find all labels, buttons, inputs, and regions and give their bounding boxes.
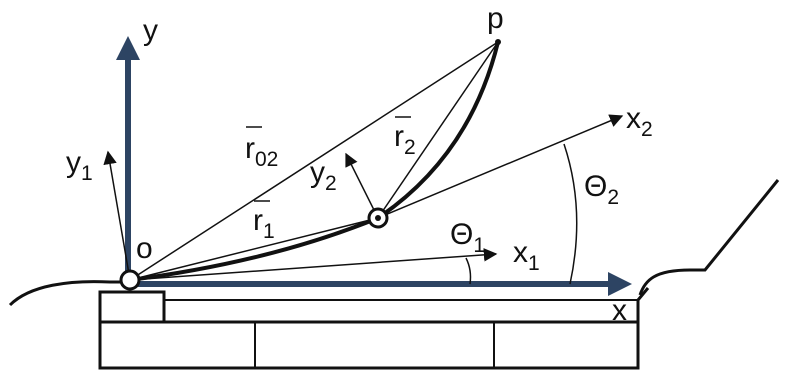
theta1-label-base: Θ [450, 218, 473, 251]
r02-label: r02 [245, 132, 278, 171]
x2-axis-arrow [377, 114, 624, 219]
base-right-wall [636, 287, 650, 368]
theta2-arc [563, 143, 578, 285]
y1-axis-arrow [103, 150, 131, 281]
link-segment-1 [129, 216, 379, 282]
base-structure [8, 179, 780, 370]
y2-label-sub: 2 [325, 172, 337, 195]
r1-label: r1 [253, 204, 275, 243]
x2-label-sub: 2 [641, 118, 653, 141]
x-axis-arrowhead [608, 272, 632, 296]
y1-label: y1 [66, 146, 93, 185]
y2-axis-arrow [345, 152, 379, 219]
x1-label: x1 [513, 236, 540, 275]
r2-label: r2 [394, 120, 416, 159]
vector-r2 [377, 41, 499, 219]
y2-label-base: y [310, 156, 325, 189]
base-rail [98, 320, 640, 370]
vectors [103, 41, 624, 285]
r1-label-base: r [253, 204, 263, 237]
y1-label-base: y [66, 146, 81, 179]
theta1-label-sub: 1 [473, 234, 485, 257]
vector-r02 [129, 41, 499, 281]
y2-label: y2 [310, 156, 337, 195]
flexible-link [119, 39, 501, 291]
y1-label-sub: 1 [81, 162, 93, 185]
r2-label-sub: 2 [404, 136, 416, 159]
r2-label-base: r [394, 120, 404, 153]
origin-joint [119, 269, 141, 291]
tip-point-p [495, 39, 501, 45]
theta1-arc [465, 257, 472, 285]
base-block [98, 290, 166, 324]
point-p-label: p [487, 2, 504, 35]
r1-label-sub: 1 [263, 220, 275, 243]
link-segment-2 [376, 41, 500, 220]
middle-joint-inner [375, 215, 381, 221]
x1-label-base: x [513, 236, 528, 269]
theta1-label: Θ1 [450, 218, 485, 257]
x1-label-sub: 1 [528, 252, 540, 275]
right-ground-curve [638, 179, 780, 296]
left-ground-curve [8, 280, 122, 307]
x-axis-label: x [612, 294, 627, 327]
labels: y x o p x1 y1 x2 y2 Θ1 Θ2 r02 r1 r2 [66, 2, 653, 327]
x2-label: x2 [626, 102, 653, 141]
global-axes [116, 36, 632, 296]
theta2-label-sub: 2 [607, 186, 619, 209]
vector-r1 [129, 217, 379, 281]
theta2-label-base: Θ [584, 170, 607, 203]
r02-label-base: r [245, 132, 255, 165]
origin-label: o [136, 232, 153, 265]
y-axis-arrowhead [116, 36, 140, 60]
r02-label-sub: 02 [255, 148, 278, 171]
x2-label-base: x [626, 102, 641, 135]
x1-axis-arrow [129, 248, 498, 281]
y-axis-label: y [143, 14, 158, 47]
theta2-label: Θ2 [584, 170, 619, 209]
